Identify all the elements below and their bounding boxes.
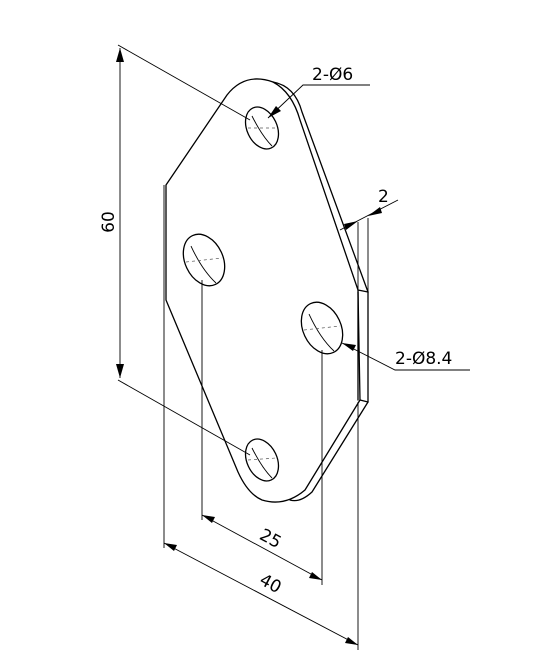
leader-large-holes: 2-Ø8.4 bbox=[341, 342, 470, 371]
dimension-width: 40 bbox=[163, 185, 359, 650]
dimension-thickness: 2 bbox=[339, 187, 399, 292]
hole-small-bottom bbox=[244, 438, 280, 482]
dimension-hole-spacing-text: 25 bbox=[256, 525, 284, 553]
small-holes-label: 2-Ø6 bbox=[312, 65, 353, 85]
hole-small-top bbox=[244, 106, 280, 150]
dimension-height: 60 bbox=[99, 44, 251, 456]
dimension-thickness-text: 2 bbox=[378, 187, 389, 207]
plate-side-face bbox=[272, 81, 369, 502]
hole-large-right bbox=[300, 301, 344, 355]
leader-small-holes: 2-Ø6 bbox=[267, 65, 370, 119]
dimension-hole-spacing: 25 bbox=[201, 280, 323, 585]
hole-large-left bbox=[182, 233, 226, 287]
large-holes-label: 2-Ø8.4 bbox=[395, 349, 452, 369]
dimension-height-text: 60 bbox=[99, 211, 119, 233]
plate-front-face bbox=[165, 78, 361, 503]
